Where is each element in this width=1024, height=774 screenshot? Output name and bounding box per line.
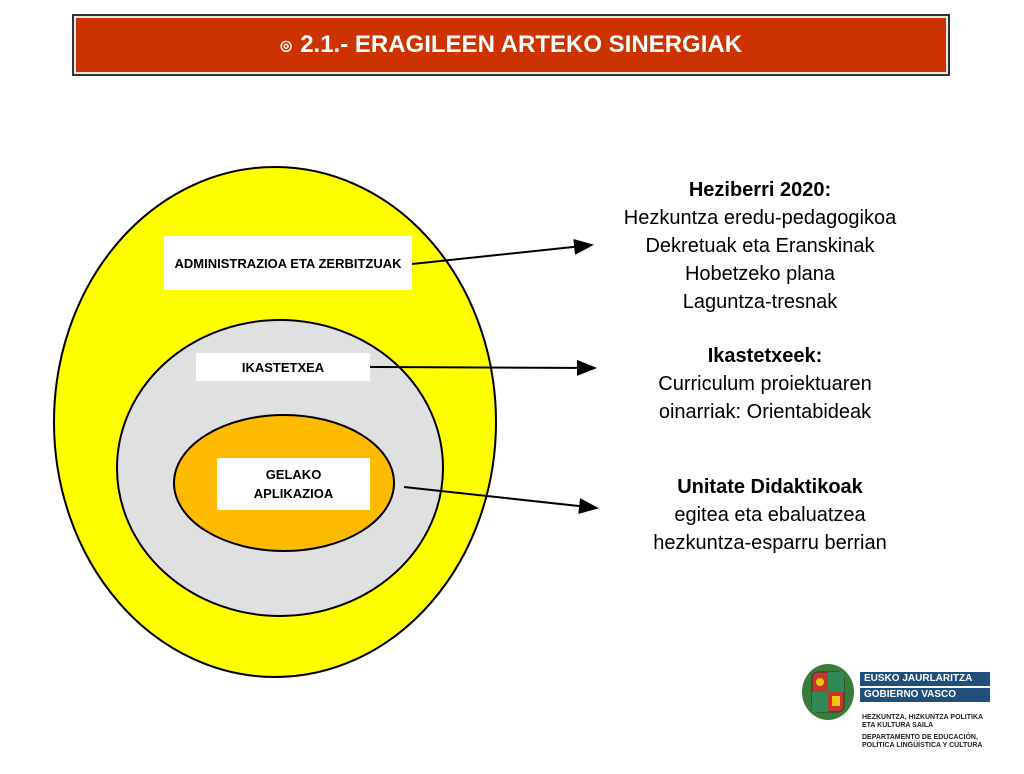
- desc-unitate: Unitate Didaktikoak egitea eta ebaluatze…: [590, 473, 950, 557]
- logo-dept-es: DEPARTAMENTO DE EDUCACIÓN, POLÍTICA LING…: [862, 734, 983, 749]
- desc-line: Curriculum proiektuaren: [658, 373, 872, 395]
- desc-line: egitea eta ebaluatzea: [674, 504, 866, 526]
- desc-line: oinarriak: Orientabideak: [658, 401, 872, 423]
- desc-heziberri: Heziberri 2020: Hezkuntza eredu-pedagogi…: [570, 176, 950, 316]
- title-bar: ◎ 2.1.- ERAGILEEN ARTEKO SINERGIAK: [72, 14, 950, 76]
- label-ikastetxea: IKASTETXEA: [196, 353, 370, 381]
- label-administrazioa: ADMINISTRAZIOA ETA ZERBITZUAK: [164, 236, 412, 290]
- desc-line: Hezkuntza eredu-pedagogikoa: [623, 207, 897, 229]
- arrow-administrazioa: [411, 238, 594, 265]
- desc-heading: Unitate Didaktikoak: [677, 476, 863, 498]
- desc-heading: Ikastetxeek:: [707, 345, 823, 367]
- desc-heading: Heziberri 2020:: [688, 179, 832, 201]
- desc-line: Laguntza-tresnak: [682, 291, 838, 313]
- logo-dept-eu: HEZKUNTZA, HIZKUNTZA POLITIKA ETA KULTUR…: [862, 714, 983, 729]
- logo-line1: EUSKO JAURLARITZA: [860, 672, 990, 686]
- desc-line: hezkuntza-esparru berrian: [653, 532, 887, 554]
- desc-ikastetxeek: Ikastetxeek: Curriculum proiektuaren oin…: [590, 342, 940, 426]
- target-bullet-icon: ◎: [279, 36, 293, 53]
- gobierno-vasco-logo: EUSKO JAURLARITZA GOBIERNO VASCO HEZKUNT…: [800, 660, 1000, 760]
- page-title: 2.1.- ERAGILEEN ARTEKO SINERGIAK: [300, 31, 743, 58]
- desc-line: Dekretuak eta Eranskinak: [645, 235, 875, 257]
- coat-of-arms-icon: [802, 664, 854, 720]
- arrow-ikastetxea: [369, 359, 597, 376]
- desc-line: Hobetzeko plana: [684, 263, 836, 285]
- label-gelako: GELAKO APLIKAZIOA: [217, 458, 370, 510]
- logo-line2: GOBIERNO VASCO: [860, 688, 990, 702]
- arrow-gelako: [403, 486, 599, 515]
